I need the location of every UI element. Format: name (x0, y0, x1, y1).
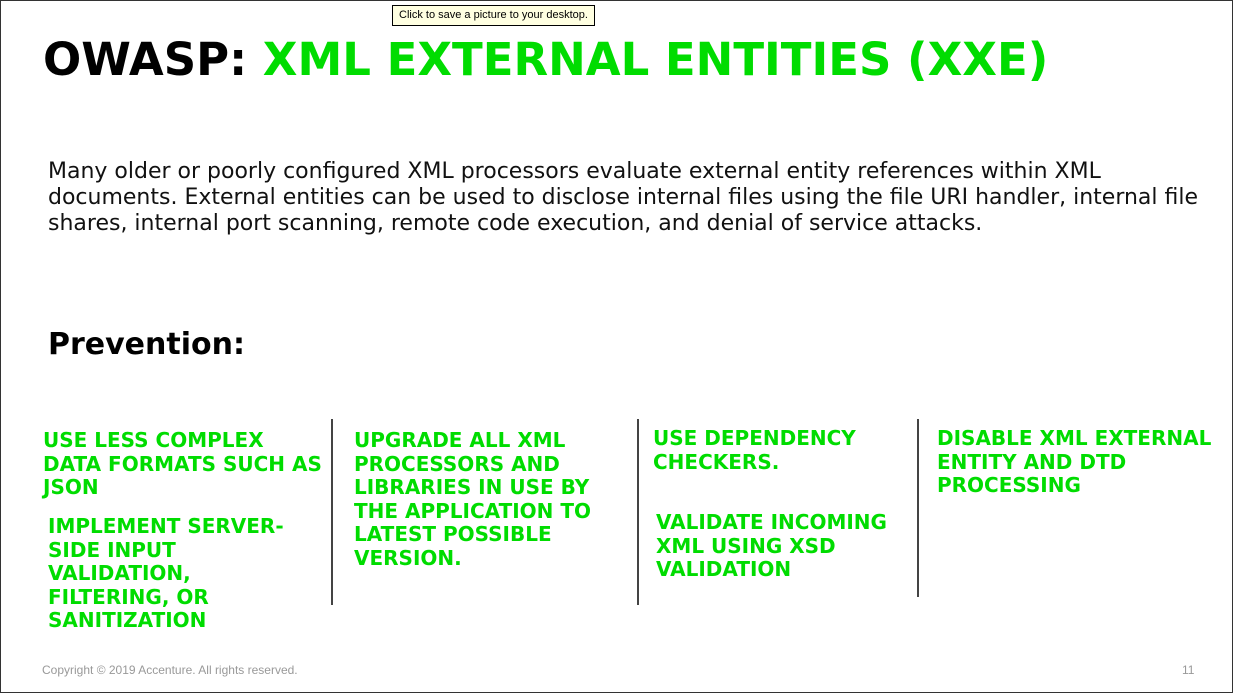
save-picture-tooltip: Click to save a picture to your desktop. (392, 5, 595, 26)
copyright-footer: Copyright © 2019 Accenture. All rights r… (42, 663, 298, 677)
prevention-item-upgrade: UPGRADE ALL XML PROCESSORS AND LIBRARIES… (354, 428, 592, 570)
column-divider (331, 419, 333, 605)
prevention-item-disable-xxe: DISABLE XML EXTERNAL ENTITY AND DTD PROC… (937, 426, 1212, 497)
description-text: Many older or poorly configured XML proc… (48, 159, 1199, 236)
slide-title: OWASP: XML EXTERNAL ENTITIES (XXE) (43, 31, 1048, 89)
prevention-item-dependency-checkers: USE DEPENDENCY CHECKERS. (653, 426, 856, 474)
title-highlight: XML EXTERNAL ENTITIES (XXE) (262, 33, 1049, 86)
column-divider (917, 419, 919, 597)
prevention-item-xsd-validation: VALIDATE INCOMING XML USING XSD VALIDATI… (656, 510, 887, 581)
prevention-item-input-validation: IMPLEMENT SERVER-SIDE INPUT VALIDATION, … (48, 514, 284, 632)
prevention-heading: Prevention: (48, 327, 245, 362)
prevention-item-data-formats: USE LESS COMPLEX DATA FORMATS SUCH AS JS… (43, 428, 322, 499)
page-number: 11 (1182, 663, 1195, 677)
title-prefix: OWASP: (43, 33, 248, 86)
column-divider (637, 419, 639, 605)
